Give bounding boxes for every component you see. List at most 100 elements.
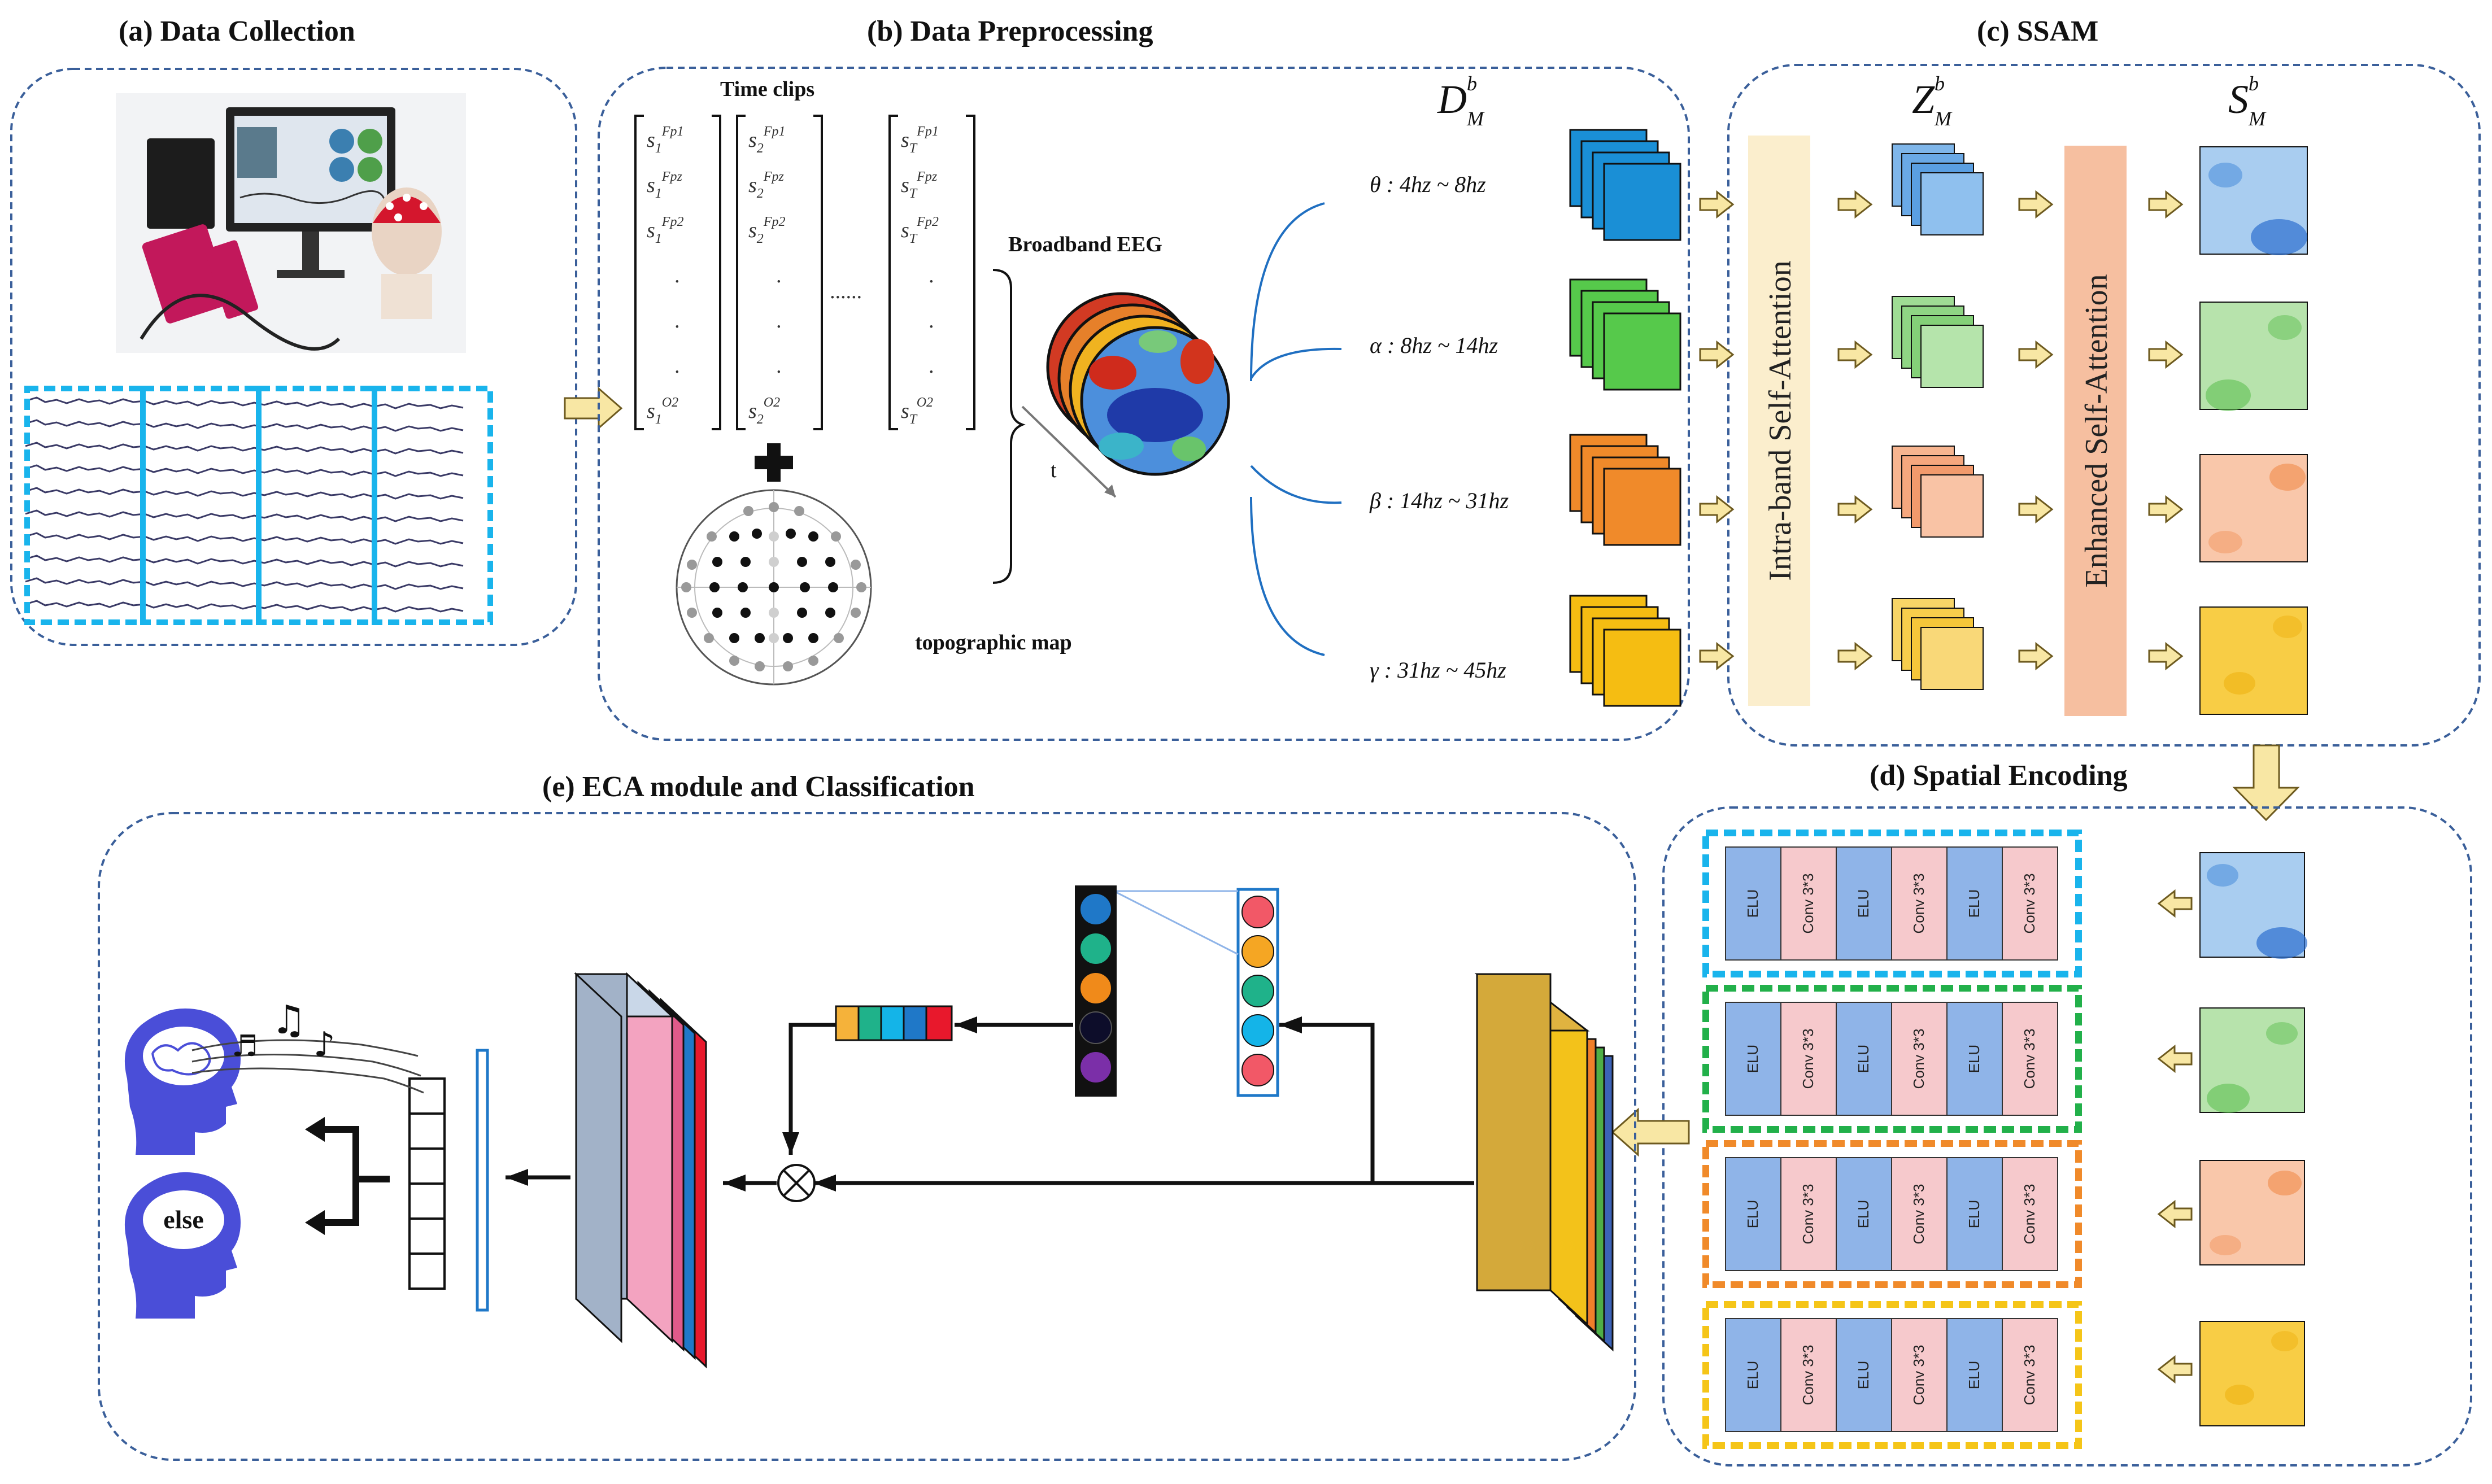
svg-text:s2Fpz: s2Fpz: [748, 169, 784, 201]
z-stack-gamma: [1892, 598, 1984, 690]
svg-text:s1Fpz: s1Fpz: [647, 169, 682, 201]
svg-text:♪: ♪: [313, 1025, 335, 1064]
d-stack-gamma: [1569, 595, 1681, 707]
svg-text:ELU: ELU: [1966, 889, 1983, 918]
music-head-icon: ♫ ♪ ♬: [124, 997, 424, 1155]
svg-text:ELU: ELU: [1744, 1200, 1761, 1229]
panel-d: (d) Spatial Encoding ELU Conv 3*3 ELU Co…: [1662, 760, 2472, 1466]
broadband-eeg-label: Broadband EEG: [1008, 233, 1162, 256]
plus-icon: [755, 443, 793, 482]
panel-c-border: [1727, 64, 2481, 747]
svg-text:.: .: [929, 264, 935, 287]
svg-text:ELU: ELU: [1966, 1361, 1983, 1390]
time-clip-column-1: s1Fp1 s1Fpz s1Fp2 . . . s1O2: [634, 115, 721, 430]
svg-text:sTO2: sTO2: [901, 395, 933, 427]
flattened-vector: [476, 1049, 489, 1312]
topographic-maps: [1046, 292, 1230, 476]
arrows-intra-to-z: [1837, 190, 1873, 671]
svg-text:ELU: ELU: [1744, 1361, 1761, 1390]
channel-weights: [835, 1005, 953, 1041]
panel-a-title: (a) Data Collection: [119, 15, 355, 47]
svg-text:ELU: ELU: [1855, 1361, 1872, 1390]
s-map-gamma: [2199, 606, 2308, 715]
svg-text:s1Fp1: s1Fp1: [647, 124, 683, 156]
svg-text:Conv 3*3: Conv 3*3: [2021, 1345, 2038, 1406]
panel-c: (c) SSAM Intra-band Self-Attention ZMb: [1699, 15, 2481, 747]
panel-b-title: (b) Data Preprocessing: [867, 15, 1153, 47]
arrows-enhanced-to-s: [2148, 190, 2184, 671]
d-stack-alpha: [1569, 278, 1681, 391]
svg-text:s2Fp1: s2Fp1: [748, 124, 785, 156]
d-stack-beta: [1569, 434, 1681, 546]
svg-text:Conv 3*3: Conv 3*3: [1910, 874, 1927, 934]
feature-to-pool-line: [1279, 1023, 1375, 1183]
panel-d-border: [1662, 806, 2472, 1466]
panel-e: (e) ECA module and Classification: [98, 771, 1636, 1461]
svg-text:s1O2: s1O2: [647, 395, 678, 427]
time-clip-column-T: sTFp1 sTFpz sTFp2 . . . sTO2: [888, 115, 975, 430]
column-ellipsis: ......: [830, 280, 862, 303]
panel-e-border: [98, 812, 1636, 1461]
electrode-map: [676, 489, 872, 686]
band-split-curves: [1250, 202, 1342, 656]
panel-a: (a) Data Collection: [10, 15, 577, 646]
svg-text:Conv 3*3: Conv 3*3: [1800, 1029, 1816, 1089]
arrow-c-to-d: [2232, 744, 2300, 822]
arrow-a-to-b: [564, 386, 623, 430]
svg-text:Conv 3*3: Conv 3*3: [1910, 1345, 1927, 1406]
s-map-alpha: [2199, 302, 2308, 411]
encoder-block-beta: ELU Conv 3*3 ELU Conv 3*3 ELU Conv 3*3: [1702, 1140, 2082, 1288]
s-map-theta: [2199, 146, 2308, 255]
arrows-d-to-intra: [1699, 190, 1735, 671]
svg-text:s2O2: s2O2: [748, 395, 780, 427]
svg-text:s1Fp2: s1Fp2: [647, 215, 683, 246]
svg-text:.: .: [929, 309, 935, 333]
svg-text:.: .: [777, 264, 782, 287]
weighted-feature-block: [574, 972, 707, 1369]
svg-text:sTFp2: sTFp2: [901, 215, 939, 246]
symbol-d-m-b: DMb: [1437, 72, 1485, 130]
svg-text:Conv 3*3: Conv 3*3: [2021, 1029, 2038, 1089]
intra-band-self-attention-label: Intra-band Self-Attention: [1763, 260, 1798, 581]
arrow-d-to-e: [1611, 1107, 1690, 1157]
panel-e-title: (e) ECA module and Classification: [542, 771, 975, 803]
arrows-into-encoder: [2157, 889, 2193, 1384]
svg-text:♬: ♬: [232, 1029, 258, 1063]
encoder-block-gamma: ELU Conv 3*3 ELU Conv 3*3 ELU Conv 3*3: [1702, 1301, 2082, 1449]
gamma-band-label: γ : 31hz ~ 45hz: [1370, 657, 1506, 683]
panel-c-title: (c) SSAM: [1977, 15, 2098, 47]
svg-text:Conv 3*3: Conv 3*3: [1800, 1184, 1816, 1245]
svg-text:Conv 3*3: Conv 3*3: [1800, 1345, 1816, 1406]
encoder-input-gamma: [2199, 1321, 2305, 1426]
time-axis-arrow: [1021, 405, 1117, 498]
svg-text:Conv 3*3: Conv 3*3: [2021, 1184, 2038, 1245]
multiply-icon: [777, 1164, 816, 1202]
panel-a-border: [10, 68, 577, 646]
svg-text:ELU: ELU: [1744, 1045, 1761, 1073]
theta-band-label: θ : 4hz ~ 8hz: [1370, 172, 1486, 197]
enhanced-self-attention-label: Enhanced Self-Attention: [2079, 274, 2114, 587]
svg-text:Conv 3*3: Conv 3*3: [2021, 874, 2038, 934]
right-brace: [992, 269, 1026, 584]
else-head-icon: else: [124, 1172, 241, 1319]
panel-d-title: (d) Spatial Encoding: [1870, 760, 2128, 792]
time-axis-label: t: [1051, 459, 1057, 482]
fc-output: [408, 1077, 446, 1290]
z-stack-beta: [1892, 446, 1984, 538]
alpha-band-label: α : 8hz ~ 14hz: [1370, 333, 1498, 358]
s-map-beta: [2199, 454, 2308, 562]
svg-text:.: .: [675, 264, 681, 287]
svg-text:sTFp1: sTFp1: [901, 124, 939, 156]
symbol-z-m-b: ZMb: [1912, 72, 1953, 130]
svg-text:ELU: ELU: [1966, 1200, 1983, 1229]
intra-band-self-attention-block: [1748, 136, 1810, 706]
panel-b: (b) Data Preprocessing Time clips s1Fp1 …: [598, 15, 1690, 741]
eeg-equipment-image: [116, 93, 466, 353]
svg-text:Conv 3*3: Conv 3*3: [1910, 1029, 1927, 1089]
encoder-block-theta: ELU Conv 3*3 ELU Conv 3*3 ELU Conv 3*3: [1702, 830, 2082, 977]
encoder-input-beta: [2199, 1160, 2305, 1265]
svg-text:ELU: ELU: [1966, 1045, 1983, 1073]
beta-band-label: β : 14hz ~ 31hz: [1369, 488, 1509, 513]
z-stack-alpha: [1892, 296, 1984, 388]
